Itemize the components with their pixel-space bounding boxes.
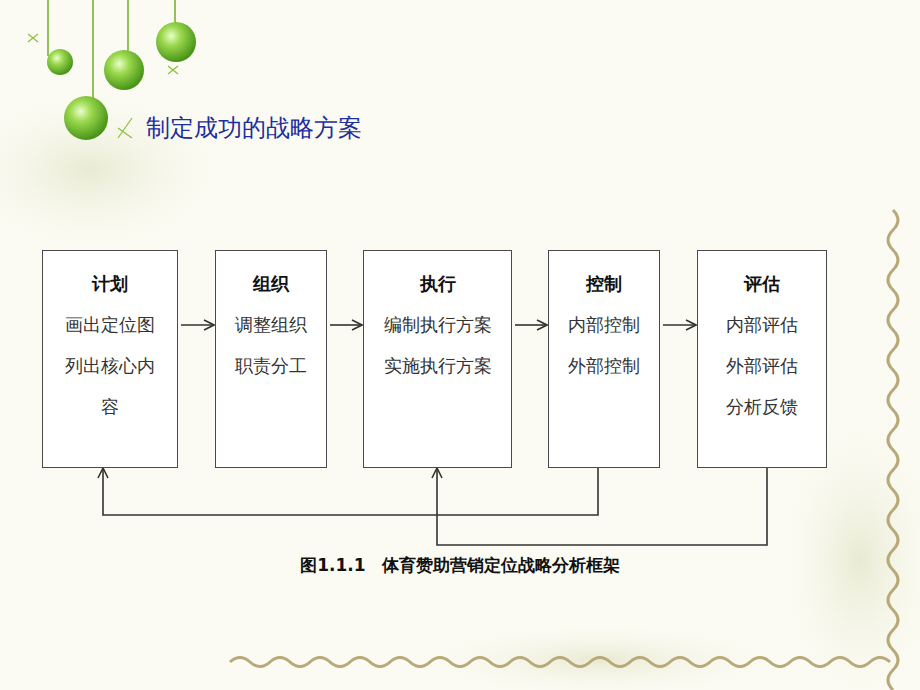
process-box: 执行编制执行方案实施执行方案 (363, 250, 512, 468)
box-heading: 控制 (565, 263, 643, 304)
box-item: 外部评估 (714, 345, 810, 386)
vine-border (888, 210, 898, 690)
leaf-shadow (0, 80, 240, 260)
box-item: 编制执行方案 (380, 304, 495, 345)
flow-arrow (437, 468, 767, 545)
hanging-strings (48, 0, 175, 100)
leaf-shadow (400, 620, 800, 690)
process-box: 控制内部控制外部控制 (548, 250, 660, 468)
box-item: 分析反馈 (714, 386, 810, 427)
box-item: 内部评估 (714, 304, 810, 345)
vine-border (230, 658, 890, 667)
box-item: 外部控制 (565, 345, 643, 386)
flow-arrow (330, 324, 362, 326)
flow-arrow (663, 324, 696, 326)
flow-arrow (181, 324, 214, 326)
box-item: 内部控制 (565, 304, 643, 345)
box-item: 实施执行方案 (380, 345, 495, 386)
box-item: 画出定位图 (59, 304, 161, 345)
flow-arrow (103, 468, 598, 515)
flow-arrow (515, 324, 547, 326)
process-box: 评估内部评估外部评估分析反馈 (697, 250, 827, 468)
figure-caption: 图1.1.1 体育赞助营销定位战略分析框架 (250, 554, 670, 577)
box-heading: 执行 (380, 263, 495, 304)
box-item: 调整组织 (232, 304, 310, 345)
box-item: 列出核心内容 (59, 345, 161, 427)
box-heading: 评估 (714, 263, 810, 304)
box-heading: 计划 (59, 263, 161, 304)
slide-title: 制定成功的战略方案 (146, 112, 362, 144)
process-box: 组织调整组织职责分工 (215, 250, 327, 468)
box-heading: 组织 (232, 263, 310, 304)
box-item: 职责分工 (232, 345, 310, 386)
process-box: 计划画出定位图列出核心内容 (42, 250, 178, 468)
